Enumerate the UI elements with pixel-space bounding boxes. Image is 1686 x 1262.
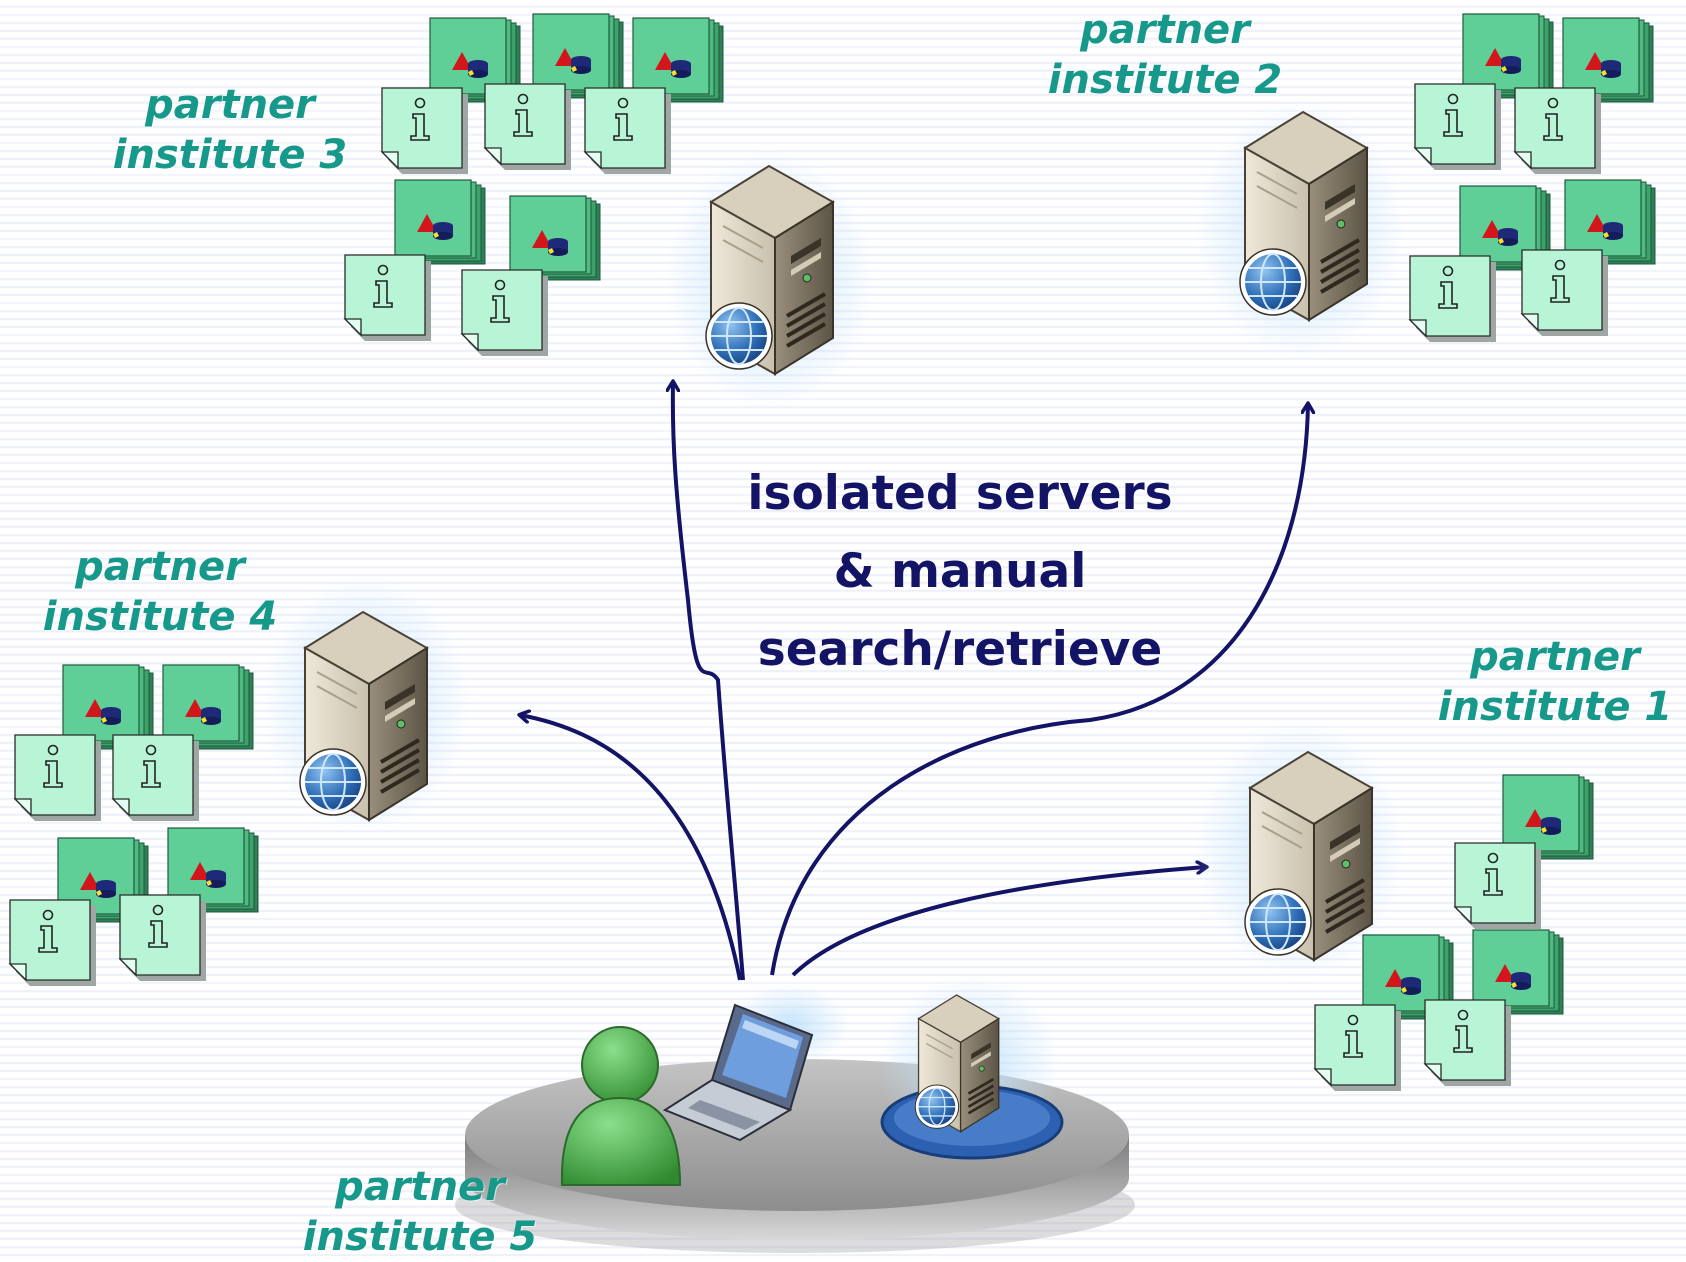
label-line: institute 5 [302,1214,538,1260]
center-caption: isolated servers & manual search/retriev… [700,455,1220,689]
connection-arrows [520,382,1308,981]
info-note-icon [9,899,97,987]
server-institute-2-icon [1240,112,1367,320]
info-note-icon [1314,1004,1402,1092]
arrow-to-institute-3 [673,382,745,981]
info-note-icon [344,254,432,342]
label-line: partner [1470,634,1640,680]
label-partner-institute-3: partner institute 3 [100,80,360,180]
server-institute-4-icon [300,612,427,820]
info-note-icon [484,83,572,171]
info-note-icon [112,734,200,822]
institute-2-documents [1409,13,1656,343]
caption-line-2: & manual [833,544,1087,599]
info-note-icon [584,87,672,175]
label-line: institute 4 [42,594,278,640]
info-note-icon [119,894,207,982]
institute-3-documents [344,13,724,357]
caption-line-1: isolated servers [747,466,1173,521]
label-line: partner [75,544,245,590]
arrow-to-institute-2 [770,404,1308,976]
arrow-to-institute-1 [791,867,1206,977]
label-line: institute 3 [112,132,348,178]
label-partner-institute-4: partner institute 4 [30,542,290,642]
info-note-icon [1414,83,1502,171]
server-institute-1-icon [1245,752,1372,960]
local-server-icon [880,993,1064,1160]
institute-4-documents [9,664,259,987]
document-stack-icon [394,179,486,265]
label-line: partner [1080,7,1250,53]
info-note-icon [1454,842,1542,930]
label-line: partner [145,82,315,128]
info-note-icon [14,734,102,822]
info-note-icon [1424,999,1512,1087]
arrow-to-institute-4 [520,715,742,981]
document-stack-icon [509,195,601,281]
label-line: partner [335,1164,505,1210]
server-institute-3-icon [706,166,833,374]
label-partner-institute-1: partner institute 1 [1425,632,1685,732]
info-note-icon [1514,87,1602,175]
info-note-icon [1409,255,1497,343]
caption-line-3: search/retrieve [757,622,1163,677]
info-note-icon [1521,249,1609,337]
label-partner-institute-5: partner institute 5 [290,1162,550,1262]
laptop-icon [662,1003,814,1142]
label-line: institute 1 [1437,684,1673,730]
info-note-icon [461,269,549,357]
info-note-icon [381,87,469,175]
label-line: institute 2 [1047,57,1283,103]
user-icon [560,1026,682,1186]
label-partner-institute-2: partner institute 2 [1035,5,1295,105]
